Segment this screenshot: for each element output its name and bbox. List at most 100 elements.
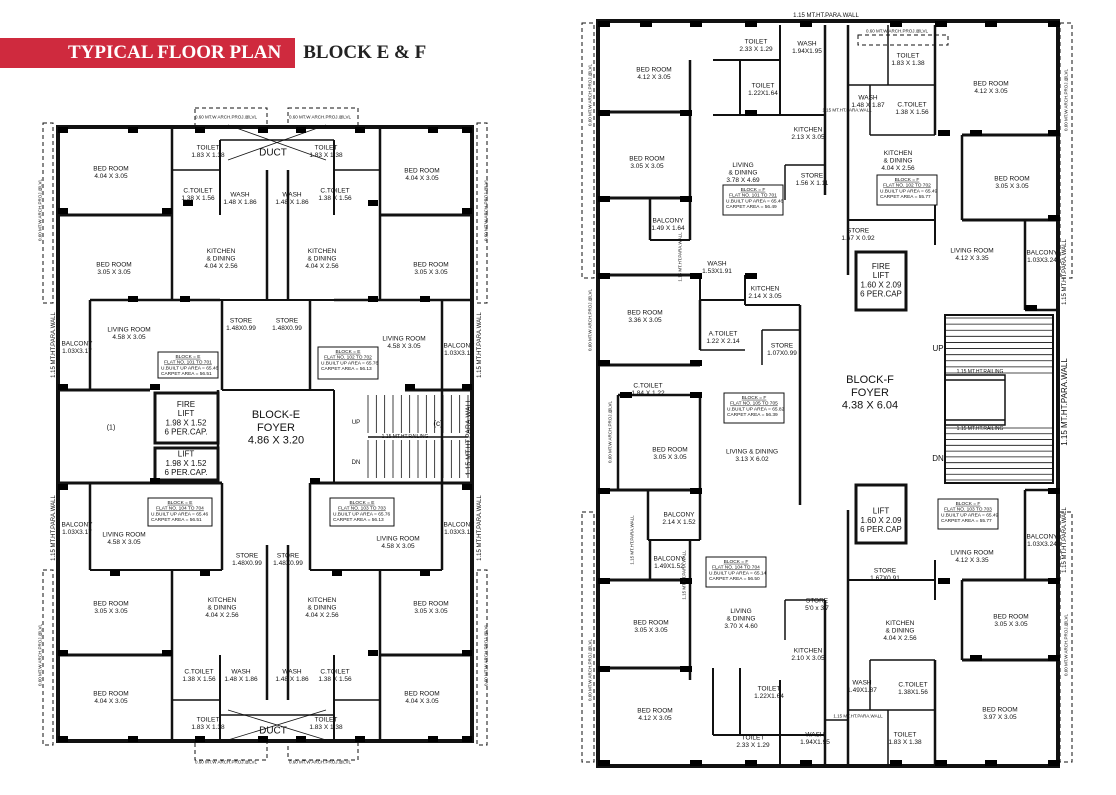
wall-rect — [1059, 22, 1073, 279]
plan-label-line: LIVING ROOM — [950, 550, 993, 557]
plan-label-line: WASH — [282, 669, 302, 676]
plan-label-line: STORE — [874, 568, 897, 575]
flat-info-box — [147, 497, 213, 527]
plan-label-line: KITCHEN — [794, 127, 823, 134]
plan-label-line: (c) — [433, 419, 443, 428]
plan-label-line: BED ROOM — [413, 601, 448, 608]
plan-label-line: STORE — [276, 318, 299, 325]
plan-label-line: 4.04 X 3.05 — [405, 175, 439, 182]
flat-info-line: FLAT NO. 102 TO 702 — [324, 355, 372, 361]
pillar — [598, 110, 610, 116]
para-wall-label: 1.15 MT.HT.PARA.WALL — [630, 515, 635, 565]
pillar — [745, 760, 757, 766]
pillar — [690, 273, 702, 279]
plan-label-line: 1.83 X 1.38 — [888, 739, 922, 746]
plan-label-line: TOILET — [745, 39, 768, 46]
arch-proj-label: 0.60 MT.W ARCH.PROJ.@LVL — [484, 624, 489, 686]
pillar — [296, 127, 306, 133]
pillar — [935, 760, 947, 766]
plan-label-line: C.TOILET — [320, 188, 349, 195]
para-wall-label: 1.15 MT.HT.PARA.WALL — [51, 494, 57, 560]
plan-label-line: 4.04 X 2.56 — [883, 635, 917, 642]
plan-label-line: 3.78 X 4.69 — [726, 177, 760, 184]
plan-label-line: 0.60 MT.W ARCH.PROJ.@LVL — [1064, 69, 1069, 131]
flat-info-line: U.BUILT UP AREA = 65.46 — [726, 198, 784, 204]
plan-label-line: C.TOILET — [184, 669, 213, 676]
plan-label-line: LIVING ROOM — [376, 536, 419, 543]
pillar — [162, 650, 172, 656]
plan-label-line: 1.48 X 1.87 — [851, 102, 885, 109]
flat-info-line: U.BUILT UP AREA = 65.82 — [727, 406, 785, 412]
wall-rect — [596, 19, 1060, 768]
pillar — [1048, 215, 1060, 221]
pillar — [428, 127, 438, 133]
pillar — [128, 127, 138, 133]
plan-label-line: 1.03X3.17 — [444, 529, 474, 536]
plan-label-line: 1.48X0.99 — [232, 560, 262, 567]
stair-up-label: UP — [932, 344, 943, 353]
flat-info-line: FLAT NO. 103 TO 703 — [338, 506, 386, 512]
pillar — [1048, 130, 1060, 136]
pillar — [368, 296, 378, 302]
plan-label-line: 4.86 X 3.20 — [248, 435, 304, 447]
plan-label-line: BLOCK-F — [846, 374, 894, 386]
pillar — [58, 127, 68, 133]
para-wall-label: 1.15 MT.HT.PARA.WALL — [682, 550, 687, 600]
flat-info-box — [876, 174, 938, 206]
plan-label-line: 3.05 X 3.05 — [994, 621, 1028, 628]
pillar — [985, 760, 997, 766]
plan-label-line: STORE — [801, 173, 824, 180]
plan-label-line: LIFT — [873, 271, 890, 280]
plan-label-line: BALCONY — [443, 522, 475, 529]
arch-proj-label: 0.60 MT.W ARCH.PROJ.@LVL — [38, 179, 43, 241]
plan-label-line: 1.67 X 0.92 — [841, 235, 875, 242]
plan-label-line: LIVING ROOM — [102, 532, 145, 539]
flat-info-line: CARPET AREA = 55.77 — [941, 518, 992, 524]
plan-label-line: 1.15 MT.HT.PARA.WALL — [477, 494, 483, 560]
plan-label-line: 1.49X1.87 — [847, 687, 877, 694]
plan-label-line: KITCHEN — [884, 150, 913, 157]
pillar — [258, 127, 268, 133]
wall-rect — [944, 374, 1006, 426]
plan-label-line: 4.04 X 2.56 — [305, 263, 339, 270]
plan-label-line: 4.58 X 3.05 — [112, 334, 146, 341]
plan-label-line: 1.94X1.95 — [792, 48, 822, 55]
plan-label-line: 0.60 MT.W ARCH.PROJ.@LVL — [289, 760, 351, 765]
plan-label-line: 1.83 X 1.38 — [891, 60, 925, 67]
plan-label-line: TOILET — [758, 686, 781, 693]
plan-label-line: 4.04 X 3.05 — [94, 698, 128, 705]
flat-info-line: FLAT NO. 102 TO 702 — [883, 183, 931, 189]
plan-label-line: 1.94X1.95 — [800, 739, 830, 746]
pillar — [462, 484, 472, 490]
plan-label-line: 3.13 X 6.02 — [735, 456, 769, 463]
pillar — [110, 570, 120, 576]
plan-label-line: 1.56 X 1.11 — [796, 180, 829, 187]
plan-label-line: 1.15 MT.HT.RAILING — [382, 434, 429, 440]
plan-label-line: 1.98 X 1.52 — [166, 459, 207, 468]
plan-label-line: STORE — [847, 228, 870, 235]
flat-info-line: FLAT NO. 104 TO 704 — [712, 565, 760, 571]
plan-label-line: 3.97 X 3.05 — [983, 714, 1017, 721]
pillar — [640, 21, 652, 27]
plan-label-line: 4.12 X 3.05 — [638, 715, 672, 722]
stair-dn-label: DN — [932, 454, 944, 463]
plan-label-line: TOILET — [742, 735, 765, 742]
plan-label-line: 4.12 X 3.05 — [974, 88, 1008, 95]
plan-label-line: 1.15 MT.HT.PARA.WALL — [51, 494, 57, 560]
flat-info-line: BLOCK = E — [350, 500, 375, 506]
plan-label-line: FOYER — [851, 387, 889, 399]
